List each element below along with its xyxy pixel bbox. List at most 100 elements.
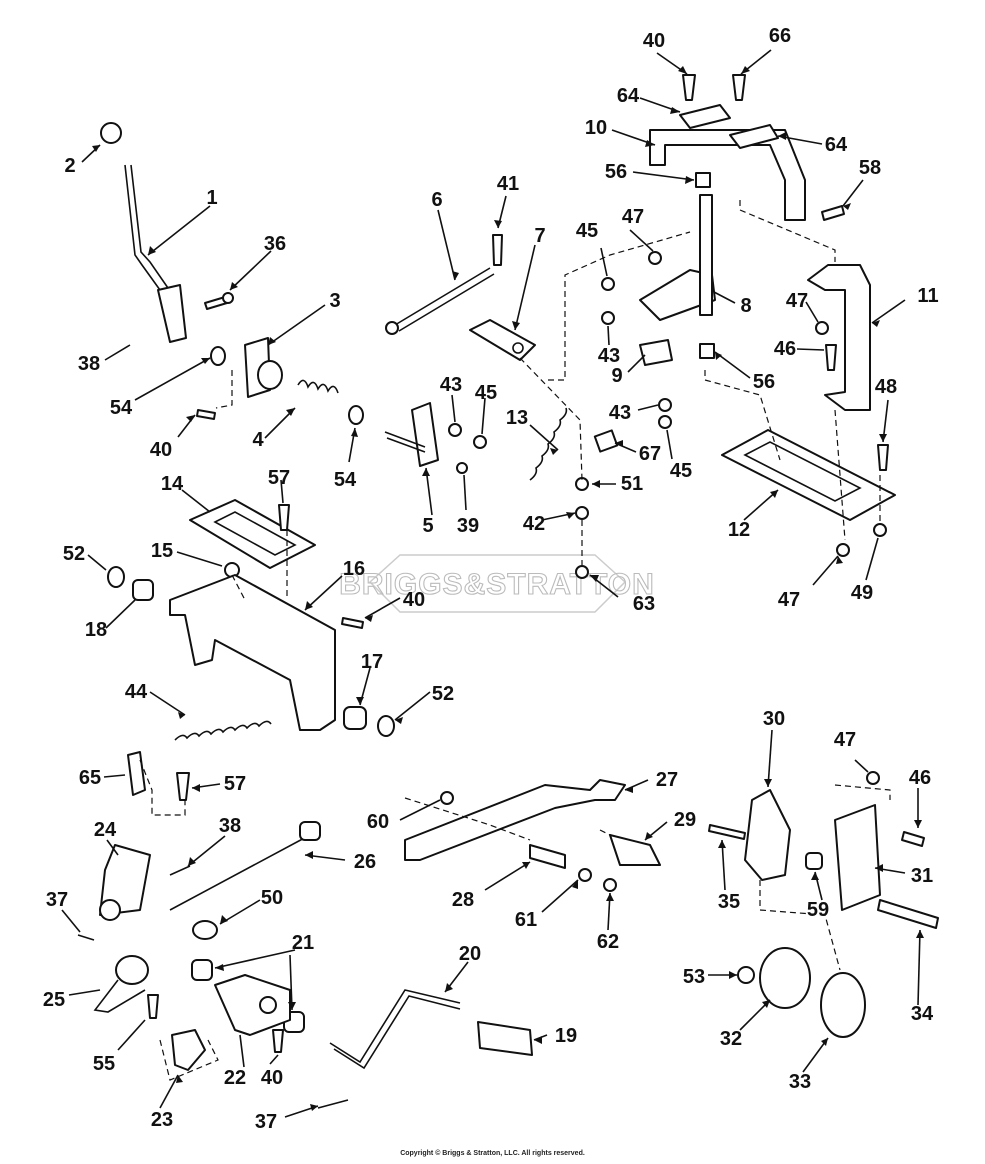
callout-37b: 37 (255, 1111, 277, 1133)
part-bolt-57a (278, 504, 290, 531)
part-washer-50 (192, 920, 218, 940)
part-washer-43c (658, 398, 672, 412)
watermark-text: BRIGGS&STRATTON (339, 568, 655, 601)
callout-52b: 52 (432, 683, 454, 705)
callout-47d: 47 (834, 729, 856, 751)
part-washer-42 (575, 506, 589, 520)
part-pad-29 (609, 834, 661, 866)
callout-64a: 64 (617, 85, 640, 107)
part-plate-7 (469, 319, 536, 361)
part-base-plate-12 (721, 429, 896, 521)
callout-labels: 1 2 3 4 5 6 7 8 9 10 11 12 13 14 15 16 1… (43, 25, 939, 1133)
part-side-bracket-11 (807, 264, 871, 411)
callout-28: 28 (452, 889, 474, 911)
callout-25: 25 (43, 989, 65, 1011)
callout-36: 36 (264, 233, 286, 255)
part-bushing-59 (805, 852, 823, 870)
callout-5: 5 (422, 515, 433, 537)
part-bracket-22 (214, 974, 291, 1036)
part-bracket-9 (639, 339, 673, 366)
part-bolt-58 (821, 205, 845, 221)
callout-4: 4 (252, 429, 264, 451)
callout-60: 60 (367, 811, 389, 833)
part-pedal-lever-27 (404, 779, 626, 861)
callout-47a: 47 (622, 206, 644, 228)
part-bracket-65 (127, 751, 146, 796)
callout-33: 33 (789, 1071, 811, 1093)
part-washer-43a (448, 423, 462, 437)
part-bushing-21a (191, 959, 213, 981)
part-arm-30 (744, 789, 791, 881)
callout-24: 24 (94, 819, 117, 841)
part-nut-60 (440, 791, 454, 805)
part-nut-45b (601, 277, 615, 291)
part-nut-63 (575, 565, 589, 579)
part-bolt-41 (492, 234, 503, 266)
part-nut-47a (648, 251, 662, 265)
part-spacer-67 (593, 429, 619, 453)
callout-44: 44 (125, 681, 148, 703)
callout-40c: 40 (403, 589, 425, 611)
part-washer-52a (107, 566, 125, 588)
part-upper-bracket-10 (649, 129, 806, 221)
callout-11: 11 (917, 285, 938, 307)
part-bolt-40d (272, 1029, 284, 1053)
callout-58: 58 (859, 157, 881, 179)
part-nut-47c (836, 543, 850, 557)
part-crank-20 (329, 989, 461, 1070)
part-plate-64b (729, 124, 779, 149)
part-nut-62 (603, 878, 617, 892)
part-nut-49 (873, 523, 887, 537)
part-nut-15 (224, 562, 240, 578)
part-bushing-18 (132, 579, 154, 601)
part-bushing-56b (699, 343, 715, 359)
part-bolt-40a (196, 409, 216, 420)
callout-9: 9 (611, 365, 622, 387)
callout-62: 62 (597, 931, 619, 953)
callout-17: 17 (361, 651, 383, 673)
callout-10: 10 (585, 117, 607, 139)
callout-54b: 54 (334, 469, 357, 491)
part-washer-43b (601, 311, 615, 325)
callout-40a: 40 (150, 439, 172, 461)
part-bushing-17 (343, 706, 367, 730)
callout-64b: 64 (825, 134, 848, 156)
part-pin-34 (877, 899, 939, 929)
callout-32: 32 (720, 1028, 742, 1050)
callout-39: 39 (457, 515, 479, 537)
callout-1: 1 (206, 187, 217, 209)
part-washer-61 (578, 868, 592, 882)
callout-12: 12 (728, 519, 750, 541)
part-spring-4 (297, 379, 339, 394)
callout-43b: 43 (598, 345, 620, 367)
callout-37a: 37 (46, 889, 68, 911)
part-rod-26 (169, 834, 311, 911)
callout-47b: 47 (786, 290, 808, 312)
callout-40b: 40 (643, 30, 665, 52)
callout-57a: 57 (268, 467, 290, 489)
callout-61: 61 (515, 909, 537, 931)
callout-23: 23 (151, 1109, 173, 1131)
part-bolt-40b (682, 74, 696, 101)
part-bolt-40c (341, 617, 364, 629)
part-clamp-23 (171, 1029, 206, 1071)
callout-2: 2 (64, 155, 75, 177)
part-bolt-46a (825, 344, 837, 371)
callout-67: 67 (639, 443, 661, 465)
arrowheads (92, 66, 924, 1111)
callout-45c: 45 (670, 460, 692, 482)
part-washer-54b (348, 405, 364, 425)
callout-48: 48 (875, 376, 897, 398)
callout-3: 3 (329, 290, 340, 312)
part-lever-bracket (157, 284, 187, 343)
callout-41: 41 (497, 173, 519, 195)
callout-65: 65 (79, 767, 101, 789)
callout-66: 66 (769, 25, 791, 47)
callout-54a: 54 (110, 397, 133, 419)
callout-38a: 38 (78, 353, 100, 375)
part-nut-47b (815, 321, 829, 335)
callout-26: 26 (354, 851, 376, 873)
part-washer-52b (377, 715, 395, 737)
callout-46b: 46 (909, 767, 931, 789)
part-grip-19 (477, 1021, 533, 1056)
